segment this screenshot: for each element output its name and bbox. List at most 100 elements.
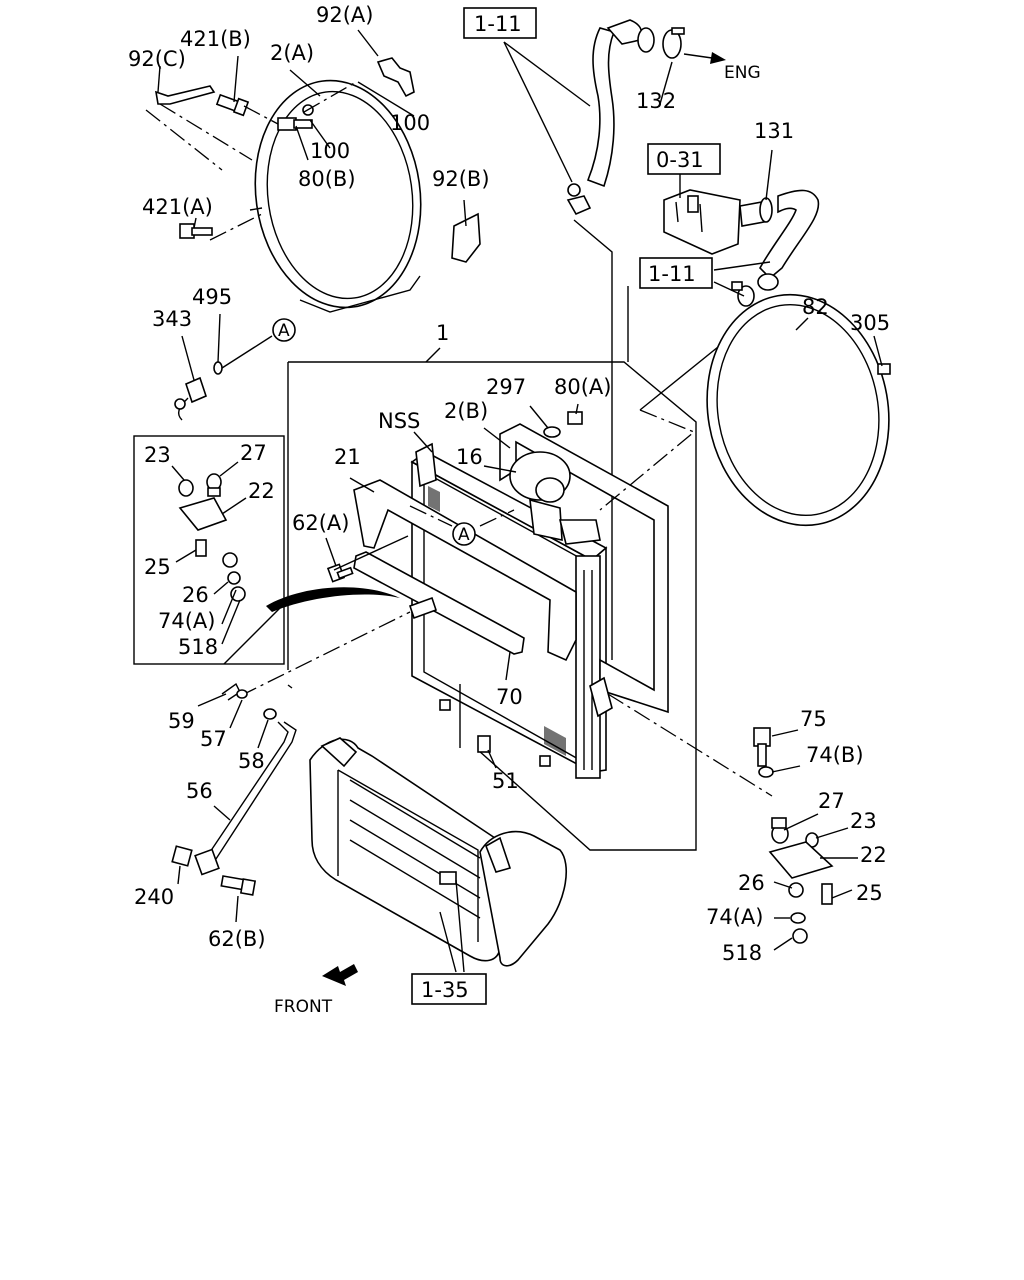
- label-421a: 421(A): [142, 195, 213, 219]
- lower-connector: [566, 183, 592, 216]
- label-58: 58: [238, 749, 265, 773]
- label-front: FRONT: [274, 997, 333, 1017]
- label-92c: 92(C): [128, 47, 186, 71]
- label-1: 1: [436, 321, 449, 345]
- intercooler-bolt: [439, 871, 457, 885]
- right-label-26: 26: [738, 871, 765, 895]
- label-2b: 2(B): [444, 399, 488, 423]
- thermostat-hose: [757, 189, 820, 291]
- inset-mount-parts: [178, 473, 246, 602]
- front-arrow-icon: [322, 964, 358, 986]
- lower-stay-70: [353, 551, 525, 655]
- label-59: 59: [168, 709, 195, 733]
- label-80a: 80(A): [554, 375, 611, 399]
- label-82: 82: [802, 295, 829, 319]
- ref-box-1-35: [411, 973, 487, 1005]
- intercooler: [309, 737, 567, 967]
- drain-plug-2: [539, 755, 551, 767]
- side-bracket: [589, 676, 613, 718]
- label-305: 305: [850, 311, 890, 335]
- right-label-23: 23: [850, 809, 877, 833]
- label-62a: 62(A): [292, 511, 349, 535]
- sensor-343: [174, 376, 207, 421]
- radiator-shade-pattern: [428, 486, 566, 756]
- label-2a: 2(A): [270, 41, 314, 65]
- label-495: 495: [192, 285, 232, 309]
- hose-clamp-132: [662, 27, 685, 59]
- mounting-bolt-80a: [567, 411, 583, 425]
- washer-57: [236, 689, 248, 699]
- bolt-62a: [326, 563, 354, 583]
- label-92b: 92(B): [432, 167, 490, 191]
- ref-1-11-mid: 1-11: [648, 262, 696, 286]
- ref-1-11-top: 1-11: [474, 12, 522, 36]
- ref-1-35: 1-35: [421, 978, 469, 1002]
- clip-59: [221, 682, 241, 701]
- inset-arrow: [266, 587, 400, 612]
- filler-neck-16: [509, 451, 601, 545]
- inset-label-26: 26: [182, 583, 209, 607]
- bracket-92c: [154, 85, 216, 105]
- ref-box-1-11-top: [463, 7, 537, 39]
- inset-box: [133, 435, 285, 665]
- label-297: 297: [486, 375, 526, 399]
- ref-box-0-31: [647, 143, 721, 175]
- clamp-131: [759, 197, 773, 223]
- label-92a: 92(A): [316, 3, 373, 27]
- ref-0-31: 0-31: [656, 148, 704, 172]
- ref-box-1-11-mid: [639, 257, 713, 289]
- bracket-92a: [376, 57, 415, 98]
- label-343: 343: [152, 307, 192, 331]
- inset-label-518: 518: [178, 635, 218, 659]
- assembly-outline-1: [287, 361, 697, 851]
- label-21: 21: [334, 445, 361, 469]
- label-100-b: 100: [310, 139, 350, 163]
- shroud-ring-82: [706, 293, 890, 527]
- upper-hose: [586, 19, 655, 188]
- stay-rod-56: [194, 721, 297, 876]
- label-eng: ENG: [724, 63, 761, 83]
- label-74b: 74(B): [806, 743, 864, 767]
- bolt-305: [877, 363, 891, 375]
- bolt-62b: [220, 875, 257, 896]
- label-16: 16: [456, 445, 483, 469]
- callout-a-1: [272, 318, 296, 342]
- thermostat-housing: [663, 189, 765, 255]
- right-label-518: 518: [722, 941, 762, 965]
- label-nss: NSS: [378, 409, 420, 433]
- right-label-25: 25: [856, 881, 883, 905]
- right-label-27: 27: [818, 789, 845, 813]
- drain-plug: [439, 699, 451, 711]
- right-label-22: 22: [860, 843, 887, 867]
- label-100-a: 100: [390, 111, 430, 135]
- bolt-421a: [179, 223, 213, 239]
- callout-a-1-text: A: [278, 321, 290, 341]
- upper-shroud-21: [353, 479, 577, 662]
- label-62b: 62(B): [208, 927, 266, 951]
- bracket-92b: [451, 212, 481, 263]
- label-240: 240: [134, 885, 174, 909]
- inset-label-23: 23: [144, 443, 171, 467]
- inset-label-22: 22: [248, 479, 275, 503]
- inset-label-27: 27: [240, 441, 267, 465]
- callout-a-2: [452, 522, 476, 546]
- label-75: 75: [800, 707, 827, 731]
- label-57: 57: [200, 727, 227, 751]
- clamp-lower: [731, 281, 755, 307]
- engine-arrow: [683, 52, 726, 64]
- right-label-74a: 74(A): [706, 905, 763, 929]
- label-70: 70: [496, 685, 523, 709]
- label-51: 51: [492, 769, 519, 793]
- nut-240: [171, 845, 193, 867]
- label-421b: 421(B): [180, 27, 251, 51]
- label-131: 131: [754, 119, 794, 143]
- inset-label-74a: 74(A): [158, 609, 215, 633]
- callout-a-2-text: A: [458, 525, 470, 545]
- inset-label-25: 25: [144, 555, 171, 579]
- label-80b: 80(B): [298, 167, 356, 191]
- washer-58: [263, 708, 277, 720]
- label-56: 56: [186, 779, 213, 803]
- drain-cock-51: [459, 684, 491, 753]
- stay-rod-left: [408, 596, 438, 620]
